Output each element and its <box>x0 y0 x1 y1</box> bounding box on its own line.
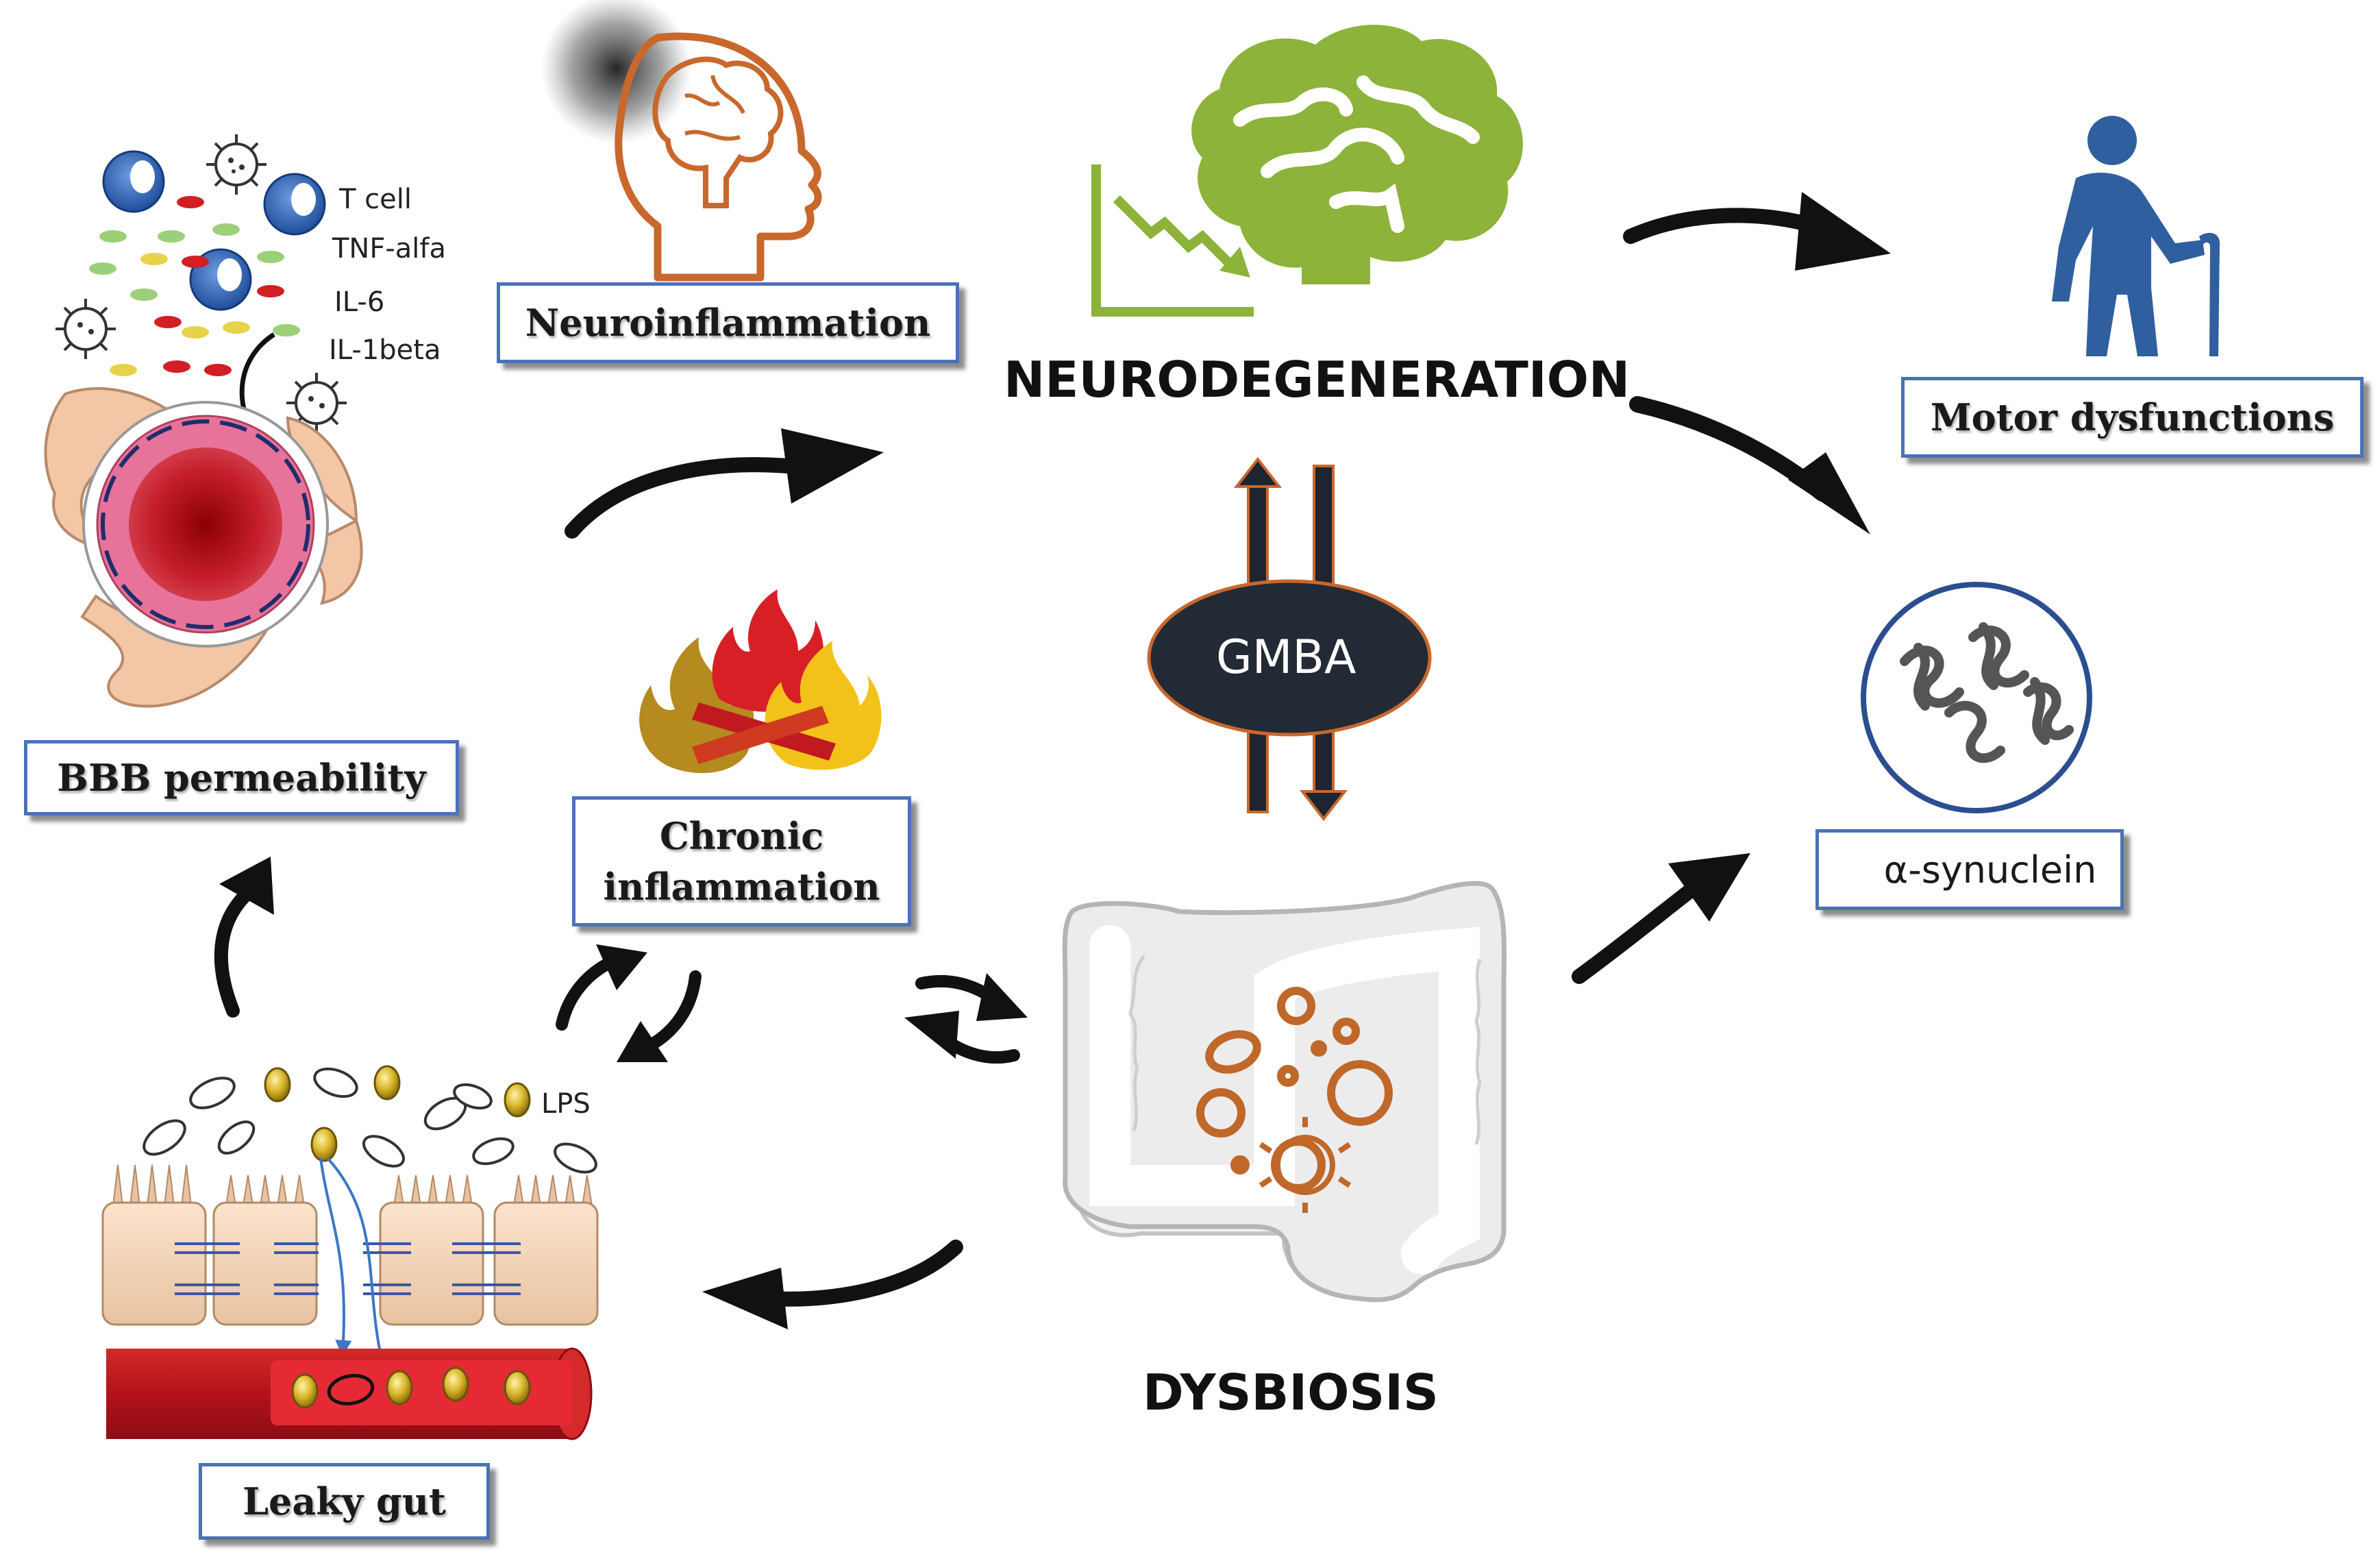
legend-tnf-alfa: TNF-alfa <box>332 233 447 265</box>
chronic-inflammation-label: Chronic inflammation <box>572 796 911 926</box>
lps-particles <box>264 1065 531 1162</box>
arrow-leaky-gut-to-chronic <box>556 944 647 1031</box>
microbes-icon <box>1196 987 1393 1192</box>
chronic-inflammation-line2: inflammation <box>603 865 880 909</box>
legend-t-cell: T cell <box>339 184 412 215</box>
arrow-dysbiosis-to-leaky-gut <box>702 1240 963 1329</box>
virus-icon <box>286 373 347 433</box>
t-cell-icon <box>263 173 326 236</box>
flow-arrows <box>214 192 1891 1329</box>
blood-vessel-tube <box>106 1347 593 1440</box>
gmba-ellipse <box>1147 579 1432 737</box>
arrow-chronic-to-leaky-gut <box>617 970 702 1062</box>
elderly-person-icon <box>2052 116 2220 356</box>
dysbiosis-title: DYSBIOSIS <box>1143 1364 1439 1421</box>
epithelial-cells <box>101 1201 599 1326</box>
arrow-dysbiosis-to-alpha <box>1572 853 1750 984</box>
colon-icon <box>1062 881 1507 1303</box>
legend-il-6: IL-6 <box>334 286 385 318</box>
chronic-inflammation-line1: Chronic <box>659 814 824 858</box>
arrow-dysbiosis-to-chronic <box>904 1011 1020 1064</box>
microvilli <box>112 1164 593 1207</box>
legend-il-1beta: IL-1beta <box>329 334 441 366</box>
tight-junctions <box>175 1242 521 1295</box>
gmba-label: GMBA <box>1216 630 1356 685</box>
alpha-synuclein-aggregate-icon <box>1861 582 2092 813</box>
arrow-leaky-gut-to-bbb <box>214 857 274 1018</box>
bbb-permeability-label: BBB permeability <box>24 740 459 815</box>
alpha-synuclein-text: α-synuclein <box>1883 848 2097 892</box>
lps-label: LPS <box>541 1088 591 1120</box>
gmba-axis <box>1147 456 1432 822</box>
inflamed-head-icon <box>541 0 822 282</box>
arrow-to-alpha-synuclein <box>1629 396 1870 534</box>
virus-icon <box>206 134 266 195</box>
virus-icon <box>55 299 116 359</box>
neuroinflammation-label: Neuroinflammation <box>497 282 959 363</box>
bbb-illustration <box>44 134 363 708</box>
leaky-gut-label: Leaky gut <box>199 1463 490 1540</box>
neurodegeneration-title: NEURODEGENERATION <box>1004 351 1631 408</box>
fire-icon <box>639 589 882 774</box>
bacterium-icon <box>1259 1117 1352 1213</box>
degenerating-brain-icon <box>1091 25 1523 317</box>
bacteria-icons <box>142 1067 597 1174</box>
arrow-bbb-to-neurodegeneration <box>565 428 884 539</box>
cytokine-particles <box>89 196 300 376</box>
arrow-chronic-to-dysbiosis <box>915 973 1028 1021</box>
blood-vessel-icon <box>82 401 329 648</box>
t-cell-icon <box>102 150 165 213</box>
motor-dysfunctions-label: Motor dysfunctions <box>1901 377 2364 458</box>
leaky-gut-illustration <box>101 1065 599 1440</box>
alpha-synuclein-label: α-synuclein <box>1815 829 2124 910</box>
arrow-to-motor <box>1623 192 1891 271</box>
